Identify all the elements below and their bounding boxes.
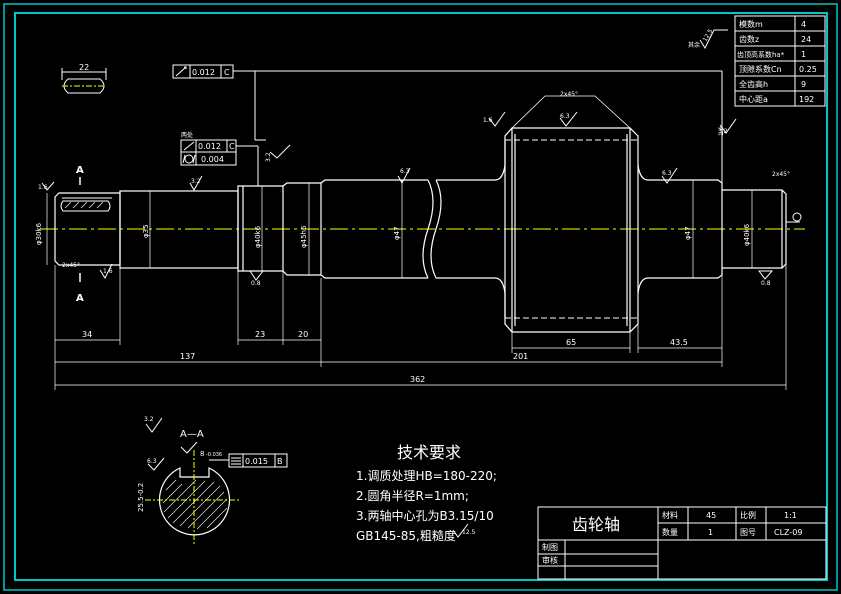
dim-23: 23	[255, 330, 265, 339]
param-value-5: 192	[799, 95, 814, 104]
material-value: 45	[706, 511, 716, 520]
tolerance-cyl-value: 0.004	[201, 155, 224, 164]
section-tol-ref: B	[277, 457, 283, 466]
section-title: A—A	[180, 429, 204, 440]
material-label: 材料	[662, 510, 678, 520]
dim-137: 137	[180, 352, 195, 361]
roughness-general-note: 其余	[688, 41, 700, 49]
section-marker-bottom: A	[76, 293, 84, 304]
tolerance-top-ref: C	[224, 68, 230, 77]
part-name: 齿轮轴	[572, 515, 620, 534]
drawn-label: 制图	[542, 542, 558, 552]
section-tol-value: 0.015	[245, 457, 268, 466]
param-label-2: 齿顶高系数ha*	[737, 50, 785, 59]
roughness-val-13: 6.3	[147, 458, 157, 465]
dim-201: 201	[513, 352, 528, 361]
dia-label-7: φ40k6	[743, 223, 751, 246]
dia-label-3: φ40k6	[254, 225, 262, 248]
requirement-4: GB145-85,粗糙度	[356, 528, 456, 543]
tolerance-both-note: 两处	[181, 131, 193, 139]
section-key-tol: -0.036	[206, 452, 222, 458]
tolerance-frame-top	[172, 64, 723, 183]
key-width-dim: 22	[79, 63, 89, 72]
section-hatch	[162, 479, 228, 530]
drawing-border-inner	[14, 12, 828, 581]
length-dimension-lines	[54, 264, 787, 390]
qty-label: 数量	[662, 527, 678, 537]
datum-c-symbol	[786, 212, 802, 223]
keyway-top-view	[61, 68, 107, 94]
title-block	[537, 506, 827, 580]
dim-65: 65	[566, 338, 576, 347]
requirement-1: 1.调质处理HB=180-220;	[356, 469, 497, 483]
chamfer-label-right: 2x45°	[772, 171, 790, 178]
roughness-val-9: 1.6	[718, 126, 725, 136]
requirements-title: 技术要求	[397, 443, 461, 462]
requirement-2: 2.圆角半径R=1mm;	[356, 489, 469, 503]
requirement-3: 3.两轴中心孔为B3.15/10	[356, 508, 494, 523]
param-value-4: 9	[801, 80, 806, 89]
roughness-general-value: 12.5	[702, 28, 715, 43]
tolerance-left-value: 0.012	[198, 142, 221, 151]
scale-label: 比例	[740, 510, 756, 520]
dia-label-1: φ30k6	[35, 222, 43, 245]
param-value-3: 0.25	[799, 65, 817, 74]
tolerance-frame-left	[180, 139, 259, 186]
roughness-val-12: 3.2	[144, 416, 154, 423]
roughness-val-11: 1.6	[38, 184, 48, 191]
roughness-val-2: 1.6	[103, 268, 113, 275]
section-depth: 25.5-0.2	[137, 483, 145, 512]
dim-34: 34	[82, 330, 92, 339]
dia-label-2: φ35	[142, 224, 150, 238]
roughness-val-14: 3.2	[718, 128, 728, 135]
roughness-val-10: 0.8	[761, 280, 771, 287]
param-label-0: 模数m	[739, 19, 763, 29]
param-label-4: 全齿高h	[739, 79, 768, 89]
gear-parameter-table	[734, 15, 826, 107]
roughness-val-6: 1.6	[483, 117, 493, 124]
dim-362: 362	[410, 375, 425, 384]
chamfer-label-left: 2x45°	[62, 262, 80, 269]
tolerance-left-ref: C	[229, 142, 235, 151]
dim-20: 20	[298, 330, 308, 339]
roughness-val-3: 3.2	[265, 152, 272, 162]
dia-label-5: φ47	[393, 226, 401, 240]
drawing-no-label: 图号	[740, 528, 756, 537]
shaft-outline	[54, 127, 787, 333]
qty-value: 1	[708, 528, 713, 537]
roughness-symbols	[41, 111, 774, 538]
section-key-dim: 8	[200, 450, 204, 458]
chamfer-label-gear: 2x45°	[560, 91, 578, 98]
roughness-general-symbol	[699, 29, 728, 50]
dia-label-6: φ47	[684, 226, 692, 240]
section-tolerance-frame	[209, 453, 288, 468]
param-label-3: 顶隙系数Cn	[739, 64, 782, 74]
dim-43-5: 43.5	[670, 338, 688, 347]
section-view	[158, 467, 231, 536]
tolerance-top-value: 0.012	[192, 68, 215, 77]
dia-label-4: φ45h6	[300, 225, 308, 248]
roughness-val-8: 6.3	[662, 170, 672, 177]
keyway-main	[60, 197, 112, 212]
check-label: 审核	[542, 555, 558, 565]
drawing-no-value: CLZ-09	[774, 528, 802, 537]
param-value-2: 1	[801, 50, 806, 59]
roughness-val-7: 6.3	[560, 113, 570, 120]
roughness-val-1: 3.2	[191, 178, 201, 185]
roughness-val-4: 6.3	[400, 168, 410, 175]
roughness-val-5: 0.8	[251, 280, 261, 287]
drawing-border-outer	[3, 3, 838, 591]
scale-value: 1:1	[784, 511, 797, 520]
param-label-5: 中心距a	[739, 94, 768, 104]
roughness-val-15: 12.5	[462, 529, 476, 536]
param-value-0: 4	[801, 20, 806, 29]
param-label-1: 齿数z	[739, 34, 759, 44]
section-marker-top: A	[76, 165, 84, 176]
param-value-1: 24	[801, 35, 811, 44]
